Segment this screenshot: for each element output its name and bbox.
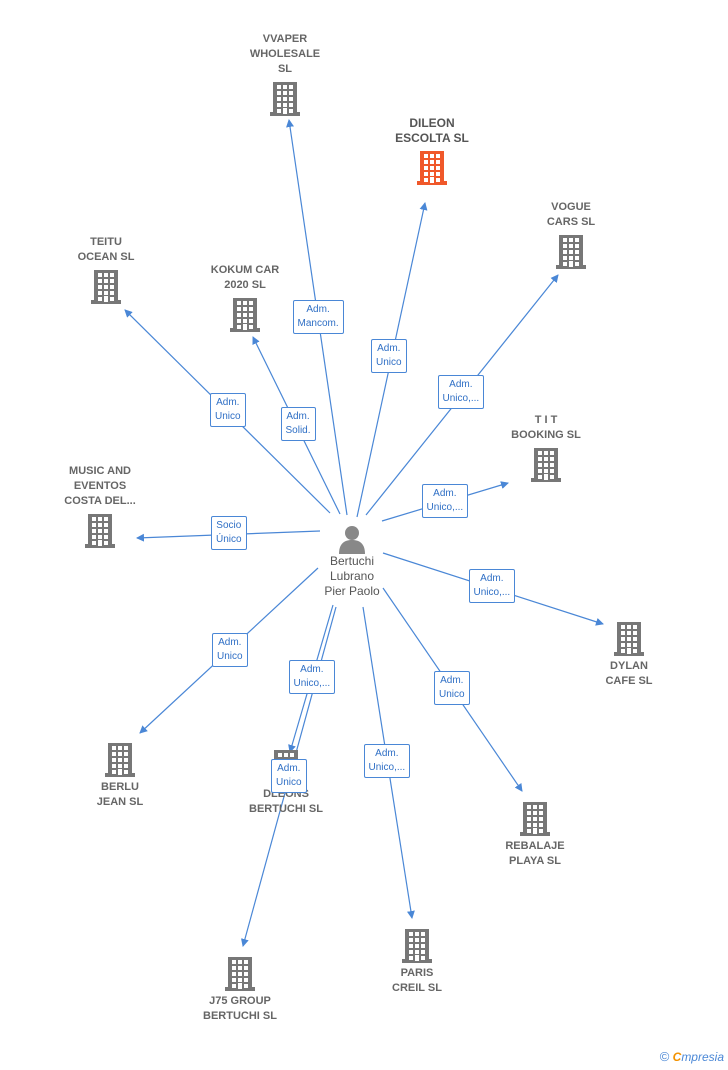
relation-label-music[interactable]: Socio Único xyxy=(211,516,247,550)
building-icon xyxy=(225,957,255,991)
building-icon xyxy=(105,743,135,777)
building-icon xyxy=(614,622,644,656)
company-name: BERLU JEAN SL xyxy=(96,781,144,808)
person-node[interactable]: Bertuchi Lubrano Pier Paolo xyxy=(300,524,404,599)
company-name: DILEON ESCOLTA SL xyxy=(395,116,469,145)
building-icon xyxy=(230,298,260,332)
company-node-music[interactable]: MUSIC AND EVENTOS COSTA DEL... xyxy=(40,464,160,548)
brand-initial: C xyxy=(672,1050,682,1064)
relation-label-j75[interactable]: Adm. Unico xyxy=(271,759,307,793)
relation-label-tit[interactable]: Adm. Unico,... xyxy=(421,484,469,518)
company-name: MUSIC AND EVENTOS COSTA DEL... xyxy=(64,465,136,507)
company-name: VVAPER WHOLESALE SL xyxy=(249,33,321,75)
relation-label-vogue[interactable]: Adm. Unico,... xyxy=(437,375,485,409)
company-name: DYLAN CAFE SL xyxy=(605,660,653,687)
relation-label-dylan[interactable]: Adm. Unico,... xyxy=(468,569,516,603)
building-icon xyxy=(417,151,447,185)
company-node-vvaper[interactable]: VVAPER WHOLESALE SL xyxy=(225,32,345,116)
relation-label-paris[interactable]: Adm. Unico,... xyxy=(363,744,411,778)
relation-label-berlu[interactable]: Adm. Unico xyxy=(212,633,248,667)
building-icon xyxy=(85,514,115,548)
company-name: VOGUE CARS SL xyxy=(546,201,596,228)
copyright-symbol: © xyxy=(659,1049,670,1064)
relation-label-rebalaje[interactable]: Adm. Unico xyxy=(434,671,470,705)
person-name: Bertuchi Lubrano Pier Paolo xyxy=(324,554,380,598)
company-node-j75[interactable]: J75 GROUP BERTUCHI SL xyxy=(180,955,300,1024)
relation-label-teitu[interactable]: Adm. Unico xyxy=(210,393,246,427)
brand-name: mpresia xyxy=(681,1050,724,1064)
company-node-dylan[interactable]: DYLAN CAFE SL xyxy=(569,620,689,689)
relation-label-dleons[interactable]: Adm. Unico,... xyxy=(288,660,336,694)
relation-label-kokum[interactable]: Adm. Solid. xyxy=(280,407,316,441)
building-icon xyxy=(91,270,121,304)
building-icon xyxy=(556,235,586,269)
relation-label-dileon[interactable]: Adm. Unico xyxy=(371,339,407,373)
company-name: KOKUM CAR 2020 SL xyxy=(210,264,280,291)
company-name: T I T BOOKING SL xyxy=(511,414,581,441)
company-name: TEITU OCEAN SL xyxy=(77,236,135,263)
company-node-berlu[interactable]: BERLU JEAN SL xyxy=(60,741,180,810)
company-node-paris[interactable]: PARIS CREIL SL xyxy=(357,927,477,996)
company-name: PARIS CREIL SL xyxy=(392,967,442,994)
company-node-vogue[interactable]: VOGUE CARS SL xyxy=(511,200,631,269)
company-node-tit[interactable]: T I T BOOKING SL xyxy=(486,413,606,482)
company-node-kokum[interactable]: KOKUM CAR 2020 SL xyxy=(185,263,305,332)
company-name: REBALAJE PLAYA SL xyxy=(505,840,565,867)
company-node-rebalaje[interactable]: REBALAJE PLAYA SL xyxy=(475,800,595,869)
footer-brand: © Cmpresia xyxy=(660,1049,724,1064)
person-icon xyxy=(339,526,365,554)
relation-label-vvaper[interactable]: Adm. Mancom. xyxy=(292,300,344,334)
building-icon xyxy=(531,448,561,482)
building-icon xyxy=(402,929,432,963)
building-icon xyxy=(270,82,300,116)
company-name: J75 GROUP BERTUCHI SL xyxy=(203,995,277,1022)
building-icon xyxy=(520,802,550,836)
company-node-teitu[interactable]: TEITU OCEAN SL xyxy=(46,235,166,304)
company-node-dileon[interactable]: DILEON ESCOLTA SL xyxy=(372,116,492,185)
